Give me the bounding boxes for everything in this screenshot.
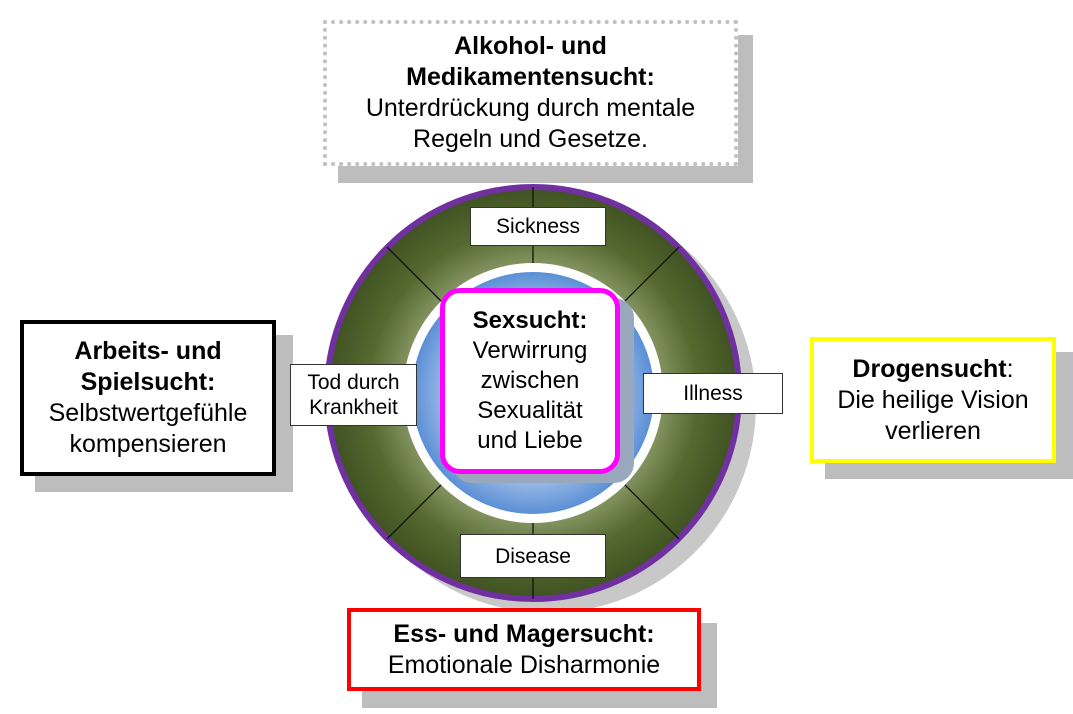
eating-title: Ess- und Magersucht: [393,619,655,648]
disease-text: Disease [495,544,571,568]
label-disease: Disease [460,534,606,578]
work-gambling-box: Arbeits- und Spielsucht: Selbstwertgefüh… [20,320,276,476]
illness-text: Illness [683,382,743,405]
eating-text: Emotionale Disharmonie [387,650,661,679]
work-title: Arbeits- und [74,337,222,365]
sex-text-1: Verwirrung [472,337,588,364]
sex-title: Sexsucht: [472,307,588,334]
work-text: Selbstwertgefühle [48,399,248,427]
eating-box: Ess- und Magersucht: Emotionale Disharmo… [347,608,701,691]
label-sickness: Sickness [470,207,606,246]
sex-text-2: zwischen [480,367,580,394]
sex-text-4: und Liebe [477,427,583,454]
label-death: Tod durch Krankheit [290,364,417,426]
death-text-2: Krankheit [309,396,398,419]
alcohol-text: Unterdrückung durch mentale [365,94,696,122]
drugs-colon: : [1006,354,1014,383]
drugs-title: Drogensucht [852,354,1007,383]
alcohol-box: Alkohol- und Medikamentensucht: Unterdrü… [323,20,738,166]
drugs-box: Drogensucht: Die heilige Vision verliere… [810,337,1056,463]
death-text-1: Tod durch [307,371,400,394]
work-title-2: Spielsucht: [80,368,216,396]
alcohol-title: Alkohol- und [454,32,607,60]
drugs-text-2: verlieren [885,416,981,445]
alcohol-text-2: Regeln und Gesetze. [413,125,648,153]
drugs-text: Die heilige Vision [837,385,1029,414]
sickness-text: Sickness [495,215,581,238]
sex-text-3: Sexualität [477,397,583,424]
label-illness: Illness [643,373,783,414]
alcohol-title-2: Medikamentensucht: [406,63,655,91]
sex-addiction-box: Sexsucht: Verwirrung zwischen Sexualität… [440,288,620,474]
work-text-2: kompensieren [69,430,227,458]
